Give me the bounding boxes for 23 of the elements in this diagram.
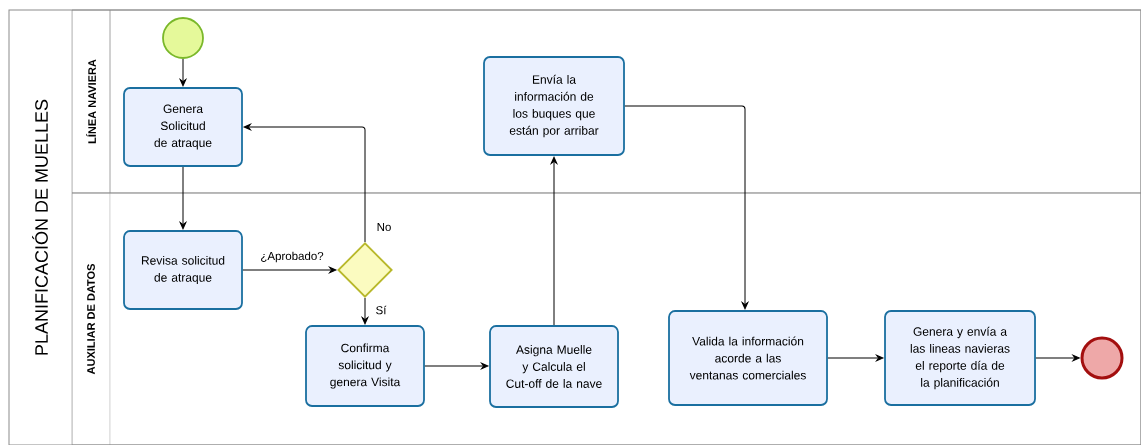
task-box: Asigna Muelle y Calcula el Cut-off de la nave xyxy=(489,325,619,408)
edge-label: ¿Aprobado? xyxy=(259,250,325,264)
arrow xyxy=(242,266,337,274)
task-box: Genera y envía a las lineas navieras el reporte día de la planificación xyxy=(884,310,1036,406)
edge-label: No xyxy=(375,222,393,232)
arrow xyxy=(179,58,187,87)
task-box: Envía la información de los buques que están por arribar xyxy=(483,56,625,156)
task-box: Genera Solicitud de atraque xyxy=(123,87,243,167)
arrow xyxy=(179,166,187,230)
arrow xyxy=(827,354,884,362)
start-event-circle xyxy=(162,17,204,59)
decision-diamond xyxy=(337,242,393,298)
end-event-circle xyxy=(1080,336,1124,380)
task-box: Revisa solicitud de atraque xyxy=(123,230,243,310)
task-box: Valida la información acorde a las ventanas comerciales xyxy=(668,310,828,406)
arrow xyxy=(243,123,366,243)
arrow xyxy=(624,105,749,310)
arrow xyxy=(361,297,369,325)
arrow xyxy=(1035,354,1080,362)
arrow xyxy=(550,156,558,326)
arrow xyxy=(424,362,489,370)
task-box: Confirma solicitud y genera Visita xyxy=(305,325,425,407)
edge-label: Sí xyxy=(374,304,388,316)
